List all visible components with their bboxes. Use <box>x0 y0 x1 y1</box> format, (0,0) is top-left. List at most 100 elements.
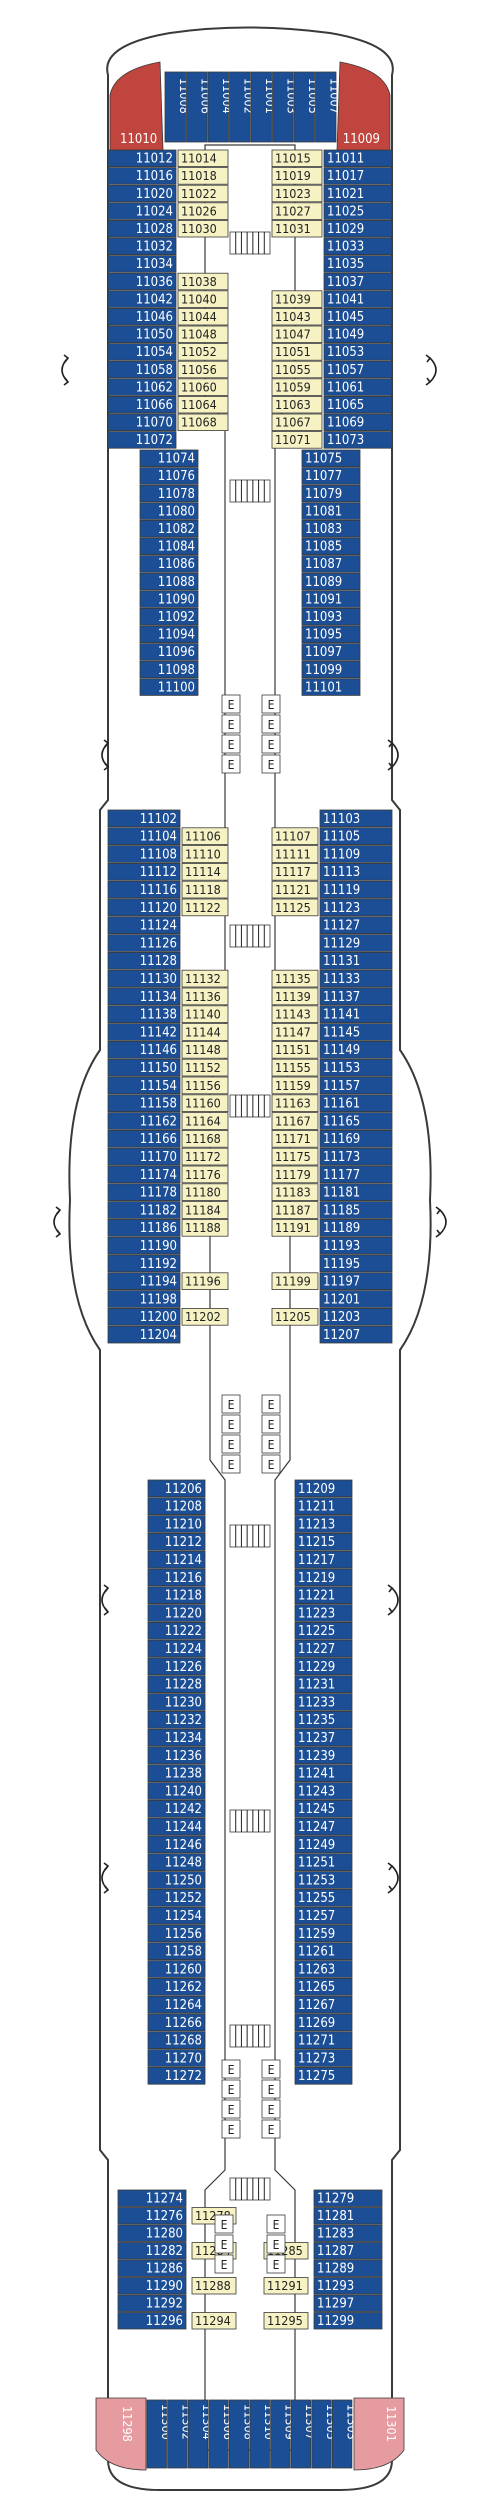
cabin-11253[interactable]: 11253 <box>294 1871 353 1889</box>
cabin-11260[interactable]: 11260 <box>147 1960 206 1978</box>
cabin-11135[interactable]: 11135 <box>271 969 319 988</box>
cabin-11110[interactable]: 11110 <box>181 845 229 863</box>
cabin-11276[interactable]: 11276 <box>117 2207 187 2225</box>
cabin-11265[interactable]: 11265 <box>294 1978 353 1996</box>
cabin-11173[interactable]: 11173 <box>319 1147 393 1166</box>
cabin-11299[interactable]: 11299 <box>313 2312 383 2330</box>
cabin-11139[interactable]: 11139 <box>271 987 319 1006</box>
cabin-11187[interactable]: 11187 <box>271 1201 319 1219</box>
cabin-11065[interactable]: 11065 <box>323 395 393 414</box>
cabin-11112[interactable]: 11112 <box>107 863 181 881</box>
cabin-11037[interactable]: 11037 <box>323 272 393 291</box>
cabin-11262[interactable]: 11262 <box>147 1978 206 1996</box>
cabin-11200[interactable]: 11200 <box>107 1308 181 1326</box>
cabin-11273[interactable]: 11273 <box>294 2049 353 2067</box>
cabin-11053[interactable]: 11053 <box>323 343 393 361</box>
cabin-11063[interactable]: 11063 <box>271 395 323 414</box>
cabin-11040[interactable]: 11040 <box>177 290 229 308</box>
cabin-11117[interactable]: 11117 <box>271 863 319 881</box>
cabin-11086[interactable]: 11086 <box>139 555 199 573</box>
cabin-11119[interactable]: 11119 <box>319 880 393 899</box>
cabin-11140[interactable]: 11140 <box>181 1005 229 1023</box>
cabin-11227[interactable]: 11227 <box>294 1639 353 1658</box>
cabin-11279[interactable]: 11279 <box>313 2189 383 2207</box>
cabin-11052[interactable]: 11052 <box>177 343 229 361</box>
cabin-11141[interactable]: 11141 <box>319 1005 393 1023</box>
cabin-11084[interactable]: 11084 <box>139 537 199 556</box>
cabin-11074[interactable]: 11074 <box>139 449 199 468</box>
cabin-11083[interactable]: 11083 <box>301 520 361 538</box>
cabin-11092[interactable]: 11092 <box>139 608 199 626</box>
cabin-11235[interactable]: 11235 <box>294 1711 353 1729</box>
cabin-11017[interactable]: 11017 <box>323 167 393 185</box>
cabin-11150[interactable]: 11150 <box>107 1058 181 1077</box>
cabin-11142[interactable]: 11142 <box>107 1023 181 1041</box>
cabin-11288[interactable]: 11288 <box>191 2277 237 2295</box>
cabin-11147[interactable]: 11147 <box>271 1023 319 1041</box>
cabin-11251[interactable]: 11251 <box>294 1853 353 1872</box>
cabin-11212[interactable]: 11212 <box>147 1533 206 1551</box>
cabin-11280[interactable]: 11280 <box>117 2224 187 2242</box>
cabin-11282[interactable]: 11282 <box>117 2242 187 2260</box>
cabin-11080[interactable]: 11080 <box>139 502 199 520</box>
cabin-11181[interactable]: 11181 <box>319 1183 393 1202</box>
cabin-11070[interactable]: 11070 <box>107 413 177 432</box>
cabin-11275[interactable]: 11275 <box>294 2066 353 2085</box>
cabin-11072[interactable]: 11072 <box>107 431 177 449</box>
cabin-11057[interactable]: 11057 <box>323 360 393 379</box>
cabin-11116[interactable]: 11116 <box>107 880 181 899</box>
cabin-11289[interactable]: 11289 <box>313 2259 383 2277</box>
cabin-11229[interactable]: 11229 <box>294 1657 353 1676</box>
cabin-11224[interactable]: 11224 <box>147 1639 206 1658</box>
cabin-11051[interactable]: 11051 <box>271 343 323 361</box>
cabin-11078[interactable]: 11078 <box>139 484 199 503</box>
cabin-11252[interactable]: 11252 <box>147 1889 206 1907</box>
cabin-11271[interactable]: 11271 <box>294 2031 353 2050</box>
cabin-11075[interactable]: 11075 <box>301 449 361 468</box>
cabin-11018[interactable]: 11018 <box>177 167 229 185</box>
cabin-11232[interactable]: 11232 <box>147 1711 206 1729</box>
cabin-11054[interactable]: 11054 <box>107 343 177 361</box>
cabin-11198[interactable]: 11198 <box>107 1290 181 1308</box>
cabin-11094[interactable]: 11094 <box>139 625 199 644</box>
cabin-11064[interactable]: 11064 <box>177 395 229 414</box>
cabin-11259[interactable]: 11259 <box>294 1924 353 1943</box>
cabin-11266[interactable]: 11266 <box>147 2013 206 2032</box>
cabin-11163[interactable]: 11163 <box>271 1094 319 1113</box>
cabin-11264[interactable]: 11264 <box>147 1995 206 2014</box>
cabin-11106[interactable]: 11106 <box>181 827 229 845</box>
cabin-11114[interactable]: 11114 <box>181 863 229 881</box>
cabin-11272[interactable]: 11272 <box>147 2066 206 2085</box>
cabin-11192[interactable]: 11192 <box>107 1254 181 1273</box>
cabin-11041[interactable]: 11041 <box>323 290 393 308</box>
cabin-11158[interactable]: 11158 <box>107 1094 181 1113</box>
cabin-11185[interactable]: 11185 <box>319 1201 393 1219</box>
cabin-11166[interactable]: 11166 <box>107 1130 181 1148</box>
cabin-11258[interactable]: 11258 <box>147 1942 206 1961</box>
cabin-11062[interactable]: 11062 <box>107 378 177 396</box>
cabin-11058[interactable]: 11058 <box>107 360 177 379</box>
cabin-11050[interactable]: 11050 <box>107 325 177 344</box>
cabin-11219[interactable]: 11219 <box>294 1568 353 1587</box>
cabin-11043[interactable]: 11043 <box>271 307 323 326</box>
cabin-11045[interactable]: 11045 <box>323 307 393 326</box>
cabin-11015[interactable]: 11015 <box>271 149 323 168</box>
cabin-11097[interactable]: 11097 <box>301 643 361 661</box>
cabin-11247[interactable]: 11247 <box>294 1817 353 1836</box>
cabin-11189[interactable]: 11189 <box>319 1219 393 1237</box>
cabin-11131[interactable]: 11131 <box>319 952 393 970</box>
cabin-11148[interactable]: 11148 <box>181 1041 229 1059</box>
cabin-11297[interactable]: 11297 <box>313 2294 383 2312</box>
cabin-11203[interactable]: 11203 <box>319 1308 393 1326</box>
cabin-11104[interactable]: 11104 <box>107 827 181 845</box>
cabin-11095[interactable]: 11095 <box>301 625 361 644</box>
cabin-11149[interactable]: 11149 <box>319 1041 393 1059</box>
cabin-11143[interactable]: 11143 <box>271 1005 319 1023</box>
cabin-11210[interactable]: 11210 <box>147 1515 206 1533</box>
cabin-11225[interactable]: 11225 <box>294 1622 353 1640</box>
cabin-11049[interactable]: 11049 <box>323 325 393 344</box>
cabin-11046[interactable]: 11046 <box>107 307 177 326</box>
cabin-11026[interactable]: 11026 <box>177 202 229 220</box>
cabin-11113[interactable]: 11113 <box>319 863 393 881</box>
cabin-11290[interactable]: 11290 <box>117 2277 187 2295</box>
